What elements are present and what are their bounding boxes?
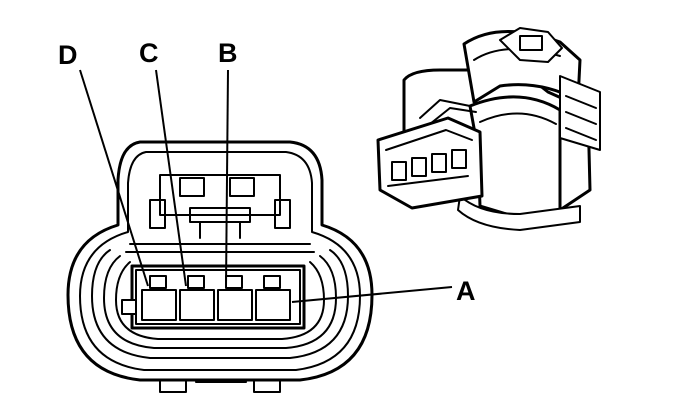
leader-line-b: [225, 69, 229, 287]
cavity-b: [217, 289, 253, 321]
leader-line-c: [155, 69, 187, 287]
pin-label-c: C: [139, 38, 159, 68]
pin-label-d: D: [58, 40, 78, 70]
pin-label-a: A: [456, 276, 476, 306]
cavity-a: [255, 289, 291, 321]
pin-label-b: B: [218, 38, 238, 68]
leader-line-d: [79, 69, 149, 287]
connector-isometric-view: [376, 27, 601, 231]
cavity-d: [141, 289, 177, 321]
cavity-c: [179, 289, 215, 321]
connector-face-view: [66, 140, 374, 393]
leader-line-a: [291, 286, 453, 303]
